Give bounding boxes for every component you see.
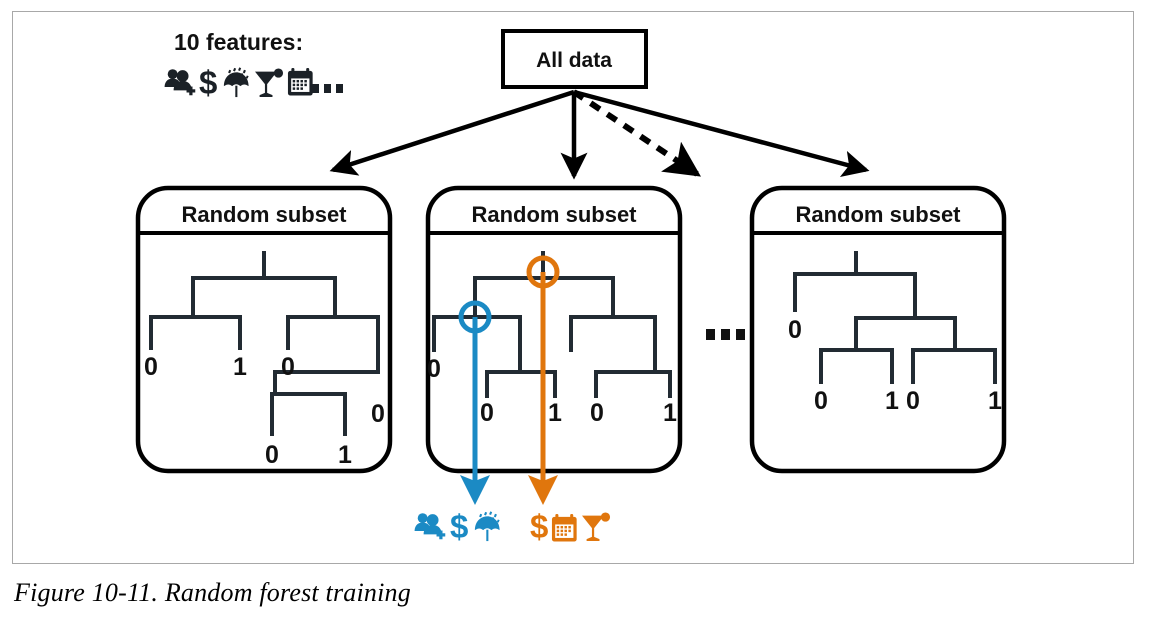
leaf-label: 0	[427, 355, 441, 383]
arrow-to-subset-more	[572, 89, 701, 177]
blue-feature-subset-icons	[414, 508, 500, 545]
panel-subset-1[interactable]: Random subset 0 1	[135, 185, 393, 474]
leaf-label: 0	[265, 441, 279, 469]
leaf-label: 1	[338, 441, 352, 469]
dollar-icon	[450, 508, 469, 545]
leaf-label: 1	[885, 387, 899, 415]
leaf-label: 1	[988, 387, 1002, 415]
leaf-label: 0	[144, 353, 158, 381]
panel-subset-3-tree	[793, 251, 997, 384]
leaf-label: 0	[590, 399, 604, 427]
leaf-label: 0	[814, 387, 828, 415]
panels-ellipsis	[706, 329, 745, 340]
split-arrows	[329, 89, 870, 180]
all-data-node: All data	[501, 29, 648, 89]
people-add-icon	[164, 69, 196, 96]
arrow-to-subset-1	[329, 89, 575, 176]
blue-node-marker	[458, 300, 492, 334]
leaf-label: 0	[371, 400, 385, 428]
cocktail-icon	[582, 510, 611, 541]
random-forest-diagram: $	[135, 29, 1007, 545]
panel-subset-3[interactable]: Random subset 0 0 1 0	[749, 185, 1007, 474]
figure-caption: Figure 10-11. Random forest training	[14, 578, 411, 607]
leaf-label: 0	[788, 316, 802, 344]
leaf-label: 0	[281, 353, 295, 381]
orange-node-marker	[526, 255, 560, 289]
features-legend-icons	[164, 64, 313, 101]
panel-subset-3-leaves: 0 0 1 0 1	[788, 316, 1002, 415]
leaf-label: 1	[663, 399, 677, 427]
calendar-icon	[287, 68, 313, 96]
panel-subset-1-tree	[149, 251, 380, 436]
orange-callout	[526, 255, 611, 545]
arrow-to-subset-3	[573, 89, 870, 178]
features-legend-title: 10 features:	[174, 29, 303, 55]
all-data-label: All data	[536, 49, 612, 72]
leaf-label: 0	[480, 399, 494, 427]
people-add-icon	[414, 513, 446, 540]
features-legend: 10 features:	[164, 29, 343, 101]
panel-subset-2[interactable]: Random subset 0 0	[425, 185, 683, 474]
leaf-label: 1	[548, 399, 562, 427]
dollar-icon	[530, 508, 549, 545]
panel-subset-1-title: Random subset	[181, 202, 347, 227]
blue-callout	[414, 300, 500, 545]
leaf-label: 1	[233, 353, 247, 381]
panel-subset-3-title: Random subset	[795, 202, 961, 227]
cocktail-icon	[255, 66, 284, 97]
calendar-icon	[551, 514, 577, 542]
panel-subset-1-leaves: 0 1 0 0 0 1	[144, 353, 385, 469]
umbrella-rain-icon	[223, 67, 249, 100]
orange-feature-subset-icons	[530, 508, 611, 545]
panel-subset-2-title: Random subset	[471, 202, 637, 227]
features-legend-ellipsis	[312, 84, 343, 93]
dollar-icon	[199, 64, 218, 101]
panel-subset-2-leaves: 0 0 1 0 1	[427, 355, 677, 427]
leaf-label: 0	[906, 387, 920, 415]
umbrella-rain-icon	[474, 511, 500, 544]
